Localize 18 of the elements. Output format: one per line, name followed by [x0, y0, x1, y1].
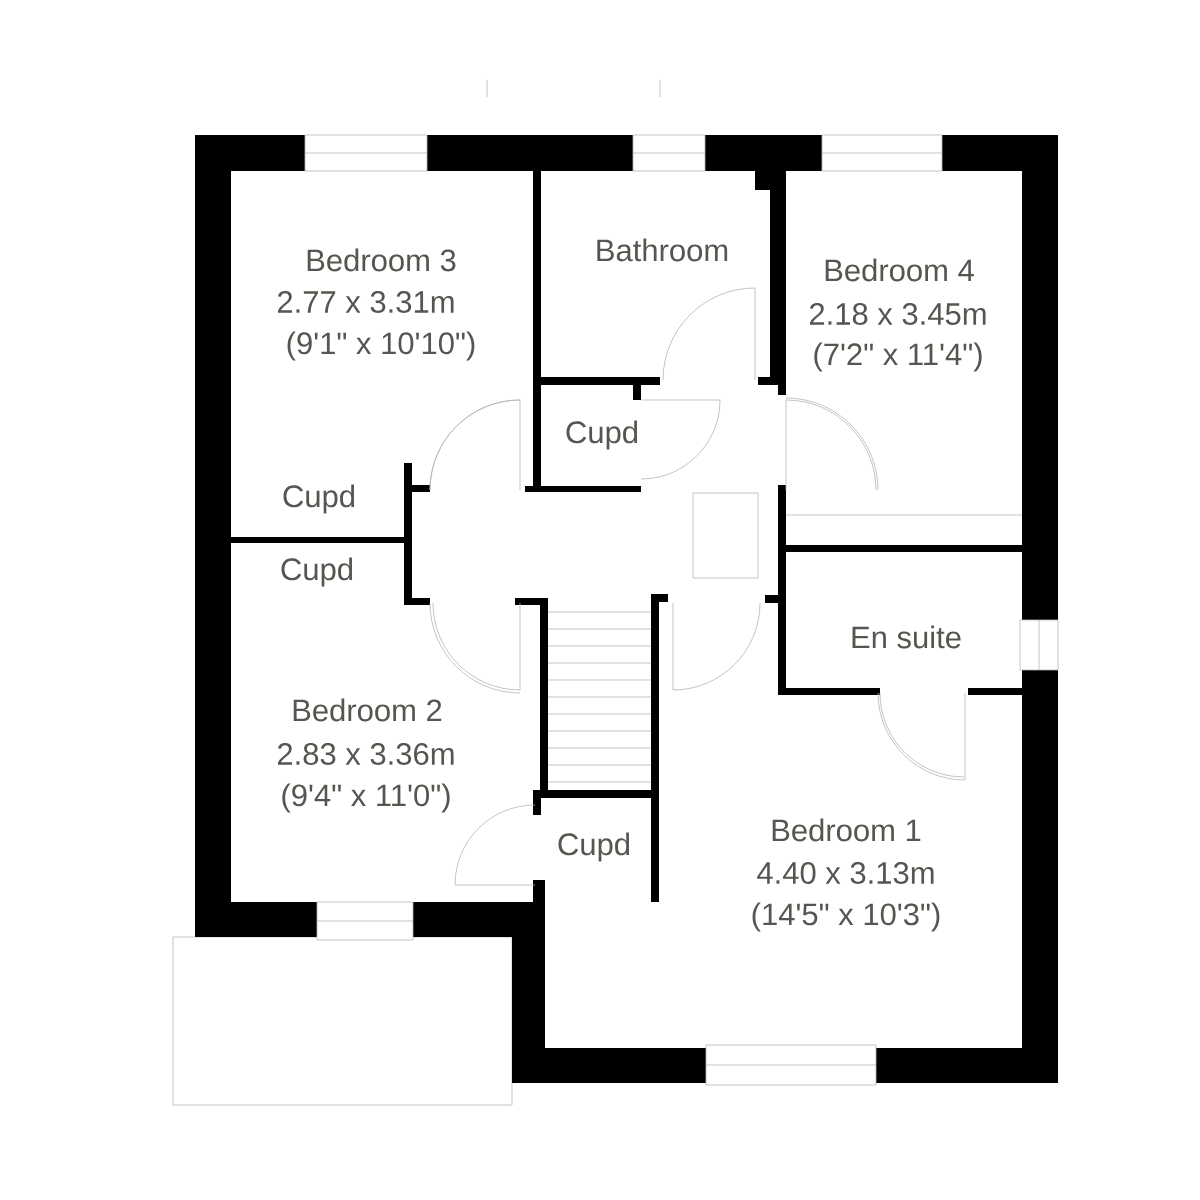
room-label: Bathroom: [597, 238, 728, 262]
room-label: Cupd: [566, 420, 638, 450]
room-label: Bedroom 4: [825, 258, 974, 282]
room-label: En suite: [852, 625, 961, 649]
dimension-label: (7'2" x 11'4"): [814, 342, 982, 372]
room-label: Cupd: [558, 832, 630, 862]
room-label: Bedroom 1: [772, 818, 921, 842]
room-label: Cupd: [281, 557, 353, 587]
dimension-label: 4.40 x 3.13m: [757, 862, 934, 884]
dimension-label: 2.18 x 3.45m: [809, 303, 986, 325]
room-label: Bedroom 3: [307, 248, 456, 272]
dimension-label: (9'1" x 10'10"): [287, 331, 475, 361]
dimension-label: (9'4" x 11'0"): [282, 783, 450, 813]
dimension-label: (14'5" x 10'3"): [752, 902, 940, 932]
dimension-label: 2.83 x 3.36m: [277, 743, 454, 765]
room-label: Cupd: [283, 484, 355, 514]
dimension-label: 2.77 x 3.31m: [277, 291, 454, 313]
room-label: Bedroom 2: [293, 698, 442, 722]
